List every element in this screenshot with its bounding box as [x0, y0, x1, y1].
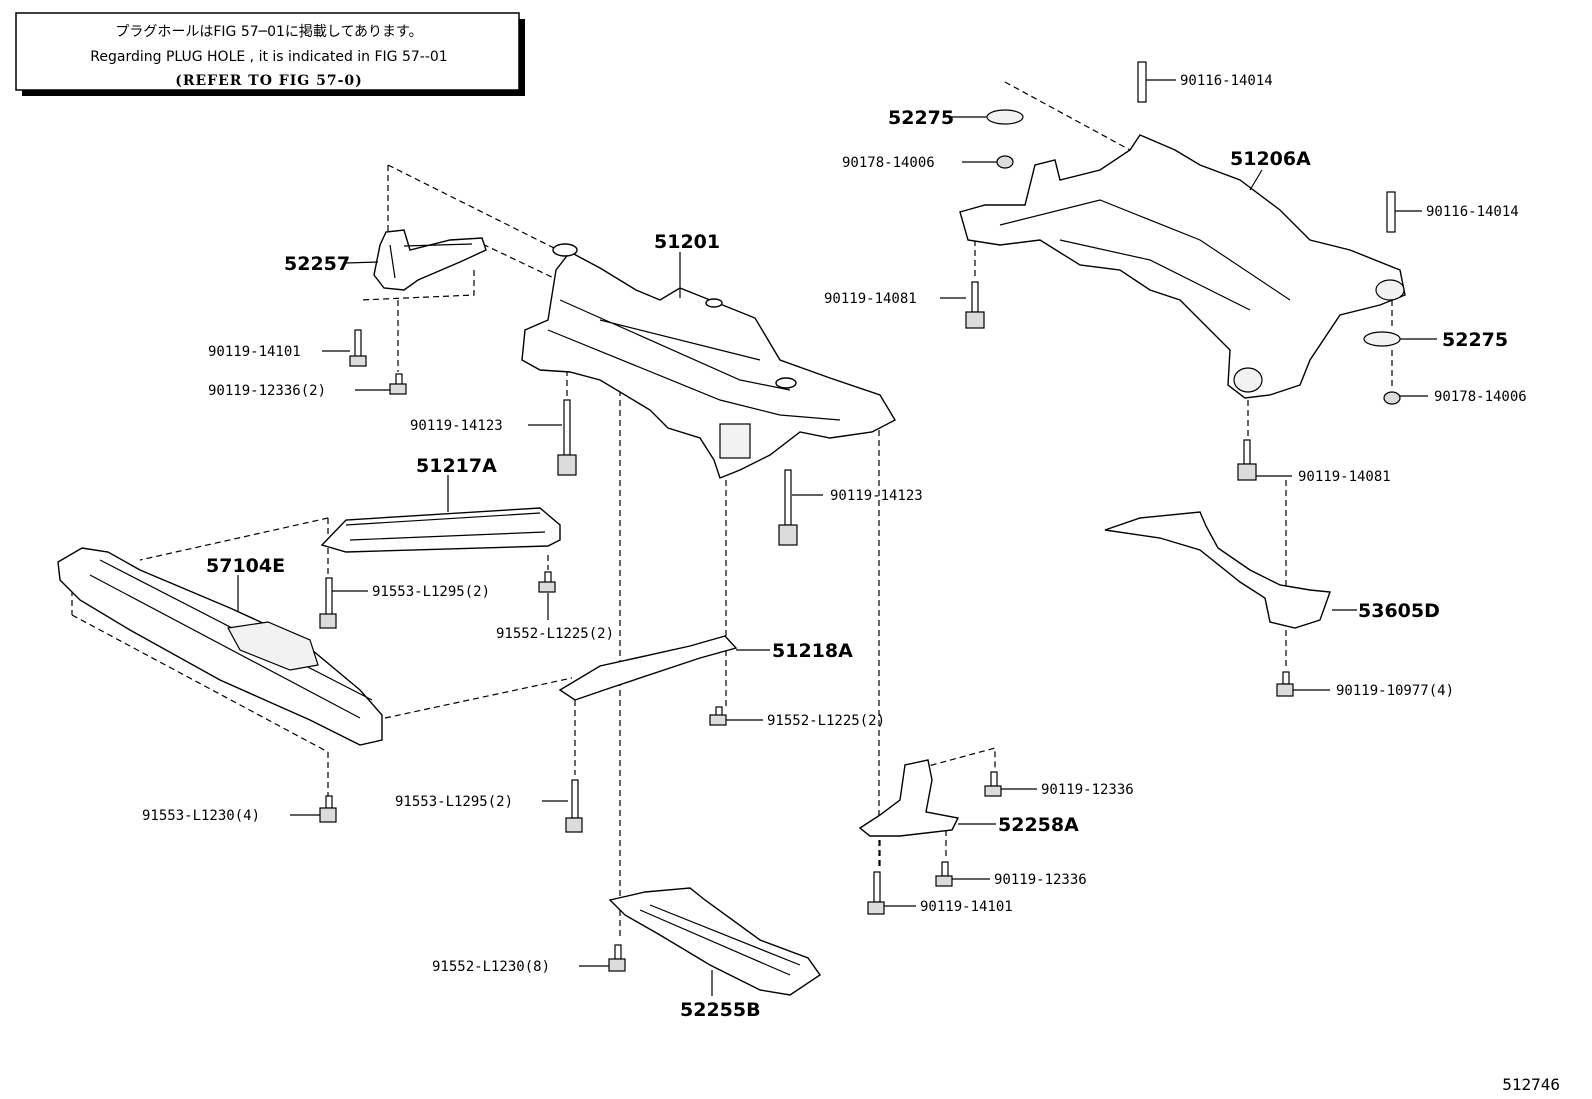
label-90178-14006-a[interactable]: 90178-14006: [842, 155, 935, 171]
bolt-91553-L1295-b: [565, 779, 583, 833]
part-51217A-plate[interactable]: [320, 507, 561, 553]
bolt-91553-L1295-a: [319, 577, 337, 629]
bolt-90119-14081-b: [1237, 439, 1257, 481]
bolt-90119-14123-a: [557, 399, 577, 476]
note-line-1: プラグホールはFIG 57─01に掲載してあります。: [115, 24, 422, 40]
washer-52275-right: [1363, 331, 1401, 347]
label-90119-14123-a[interactable]: 90119-14123: [410, 418, 503, 434]
label-90119-14123-b[interactable]: 90119-14123: [830, 488, 923, 504]
label-90119-14101-b[interactable]: 90119-14101: [920, 899, 1013, 915]
part-52258A-bracket[interactable]: [858, 759, 960, 837]
part-57104E-beam[interactable]: [57, 547, 383, 746]
bolt-91553-L1230: [319, 795, 337, 823]
label-51201[interactable]: 51201: [654, 231, 720, 253]
figure-id: 512746: [1502, 1075, 1560, 1094]
stud-90116-14014-top: [1137, 61, 1147, 103]
bolt-90119-12336-2: [389, 373, 407, 395]
part-51218A-brace[interactable]: [558, 635, 738, 701]
bolt-91552-L1230: [608, 944, 626, 972]
part-51206A-subframe[interactable]: [959, 134, 1406, 399]
part-53605D-bracket[interactable]: [1104, 511, 1331, 629]
label-51217A[interactable]: 51217A: [416, 455, 497, 477]
label-90119-14081-a[interactable]: 90119-14081: [824, 291, 917, 307]
label-51206A[interactable]: 51206A: [1230, 148, 1311, 170]
label-90178-14006-b[interactable]: 90178-14006: [1434, 389, 1527, 405]
label-52257[interactable]: 52257: [284, 253, 350, 275]
note-line-2: Regarding PLUG HOLE , it is indicated in…: [90, 49, 447, 65]
nut-90178-14006-right: [1383, 391, 1401, 405]
note-box: プラグホールはFIG 57─01に掲載してあります。 Regarding PLU…: [15, 12, 525, 96]
label-91553-L1295-b[interactable]: 91553-L1295(2): [395, 794, 513, 810]
bolt-90119-14081-a: [965, 281, 985, 329]
bolt-90119-12336-b: [935, 861, 953, 887]
label-53605D[interactable]: 53605D: [1358, 600, 1440, 622]
label-52275-b[interactable]: 52275: [1442, 329, 1508, 351]
label-91553-L1230[interactable]: 91553-L1230(4): [142, 808, 260, 824]
label-90119-12336-2[interactable]: 90119-12336(2): [208, 383, 326, 399]
label-90119-14101-a[interactable]: 90119-14101: [208, 344, 301, 360]
bolt-90119-14123-b: [778, 469, 798, 546]
stud-90116-14014-right: [1386, 191, 1396, 233]
label-52275-a[interactable]: 52275: [888, 107, 954, 129]
label-90116-14014-b[interactable]: 90116-14014: [1426, 204, 1519, 220]
label-91553-L1295-a[interactable]: 91553-L1295(2): [372, 584, 490, 600]
label-90119-10977[interactable]: 90119-10977(4): [1336, 683, 1454, 699]
bolt-91552-L1225-b: [709, 706, 727, 726]
label-91552-L1225-b[interactable]: 91552-L1225(2): [767, 713, 885, 729]
label-90119-12336-a[interactable]: 90119-12336: [1041, 782, 1134, 798]
part-52257-bracket[interactable]: [373, 229, 487, 291]
label-90119-14081-b[interactable]: 90119-14081: [1298, 469, 1391, 485]
label-52255B[interactable]: 52255B: [680, 999, 761, 1021]
part-labels: 52257 90119-14101 90119-12336(2) 90119-1…: [142, 73, 1527, 1021]
bolt-91552-L1225-a: [538, 571, 556, 593]
label-90119-12336-b[interactable]: 90119-12336: [994, 872, 1087, 888]
leader-lines: [237, 79, 1437, 996]
label-52258A[interactable]: 52258A: [998, 814, 1079, 836]
note-line-3: (REFER TO FIG 57-0): [175, 73, 363, 89]
bolt-90119-14101-a: [349, 329, 367, 367]
bolt-90119-10977: [1276, 671, 1294, 697]
label-91552-L1225-a[interactable]: 91552-L1225(2): [496, 626, 614, 642]
label-90116-14014-a[interactable]: 90116-14014: [1180, 73, 1273, 89]
bolt-90119-14101-b: [867, 871, 885, 915]
washer-52275-top: [986, 109, 1024, 125]
nut-90178-14006-top: [996, 155, 1014, 169]
label-51218A[interactable]: 51218A: [772, 640, 853, 662]
bolt-90119-12336-a: [984, 771, 1002, 797]
part-51201-crossmember[interactable]: [521, 243, 896, 479]
label-91552-L1230[interactable]: 91552-L1230(8): [432, 959, 550, 975]
part-52255B-plate[interactable]: [608, 887, 821, 996]
label-57104E[interactable]: 57104E: [206, 555, 285, 577]
